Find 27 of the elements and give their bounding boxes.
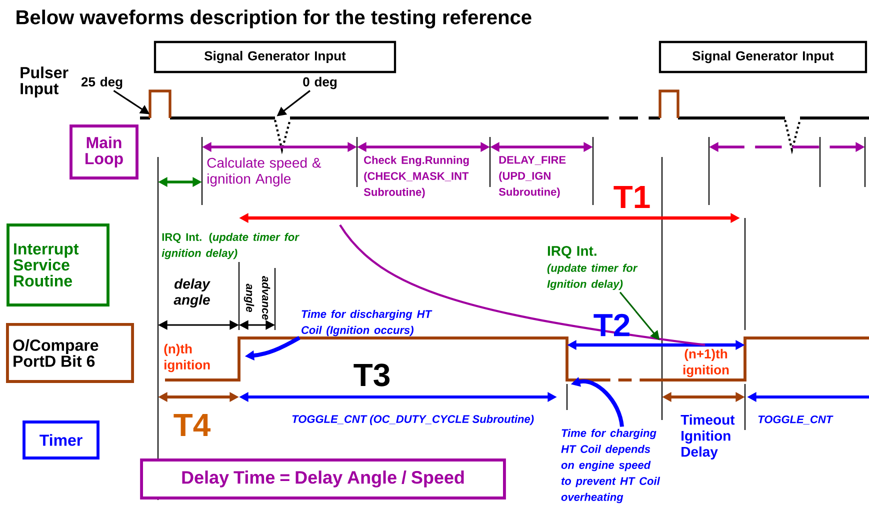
callout-text: 25 deg: [81, 76, 122, 90]
timeout-label: Timeout Ignition Delay: [680, 414, 735, 460]
row-label-box: O/Compare PortD Bit 6: [6, 323, 134, 383]
callout-text: IRQ Int. (update timer for Ignition delay): [547, 246, 638, 290]
row-label: Pulser Input: [20, 66, 68, 98]
routine-label: TOGGLE_CNT (OC_DUTY_CYCLE Subroutine): [292, 414, 534, 426]
callout-text: 0 deg: [303, 76, 336, 90]
row-label-box: Main Loop: [70, 124, 138, 180]
callout-text: Time for discharging HT Coil (Ignition occurs): [302, 310, 432, 336]
angle-label: delay angle: [174, 278, 210, 308]
row-label-box: Interrupt Service Routine: [6, 224, 110, 306]
ignition-label: (n+1)th ignition: [683, 348, 729, 378]
formula-box: Delay Time = Delay Angle / Speed: [140, 458, 506, 500]
angle-label: advance angle: [244, 276, 270, 320]
pulser-waveform-drawing: [138, 90, 869, 154]
annotation-text: IRQ Int. (update timer for ignition delay): [162, 232, 300, 260]
row-label-box: Timer: [22, 420, 100, 460]
callout-text: Time for charging HT Coil depends on engine speed to prevent HT Coil overheating: [561, 428, 660, 504]
ignition-label: (n)th ignition: [164, 344, 210, 372]
input-box: Signal Generator Input: [154, 40, 396, 74]
period-label: T3: [354, 364, 390, 386]
title: Below waveforms description for the testing reference: [16, 10, 532, 28]
routine-label: TOGGLE_CNT: [758, 415, 834, 424]
period-label: T2: [594, 314, 630, 336]
period-label: T1: [614, 186, 650, 208]
input-box: Signal Generator Input: [658, 40, 868, 74]
period-label: T4: [174, 414, 211, 436]
